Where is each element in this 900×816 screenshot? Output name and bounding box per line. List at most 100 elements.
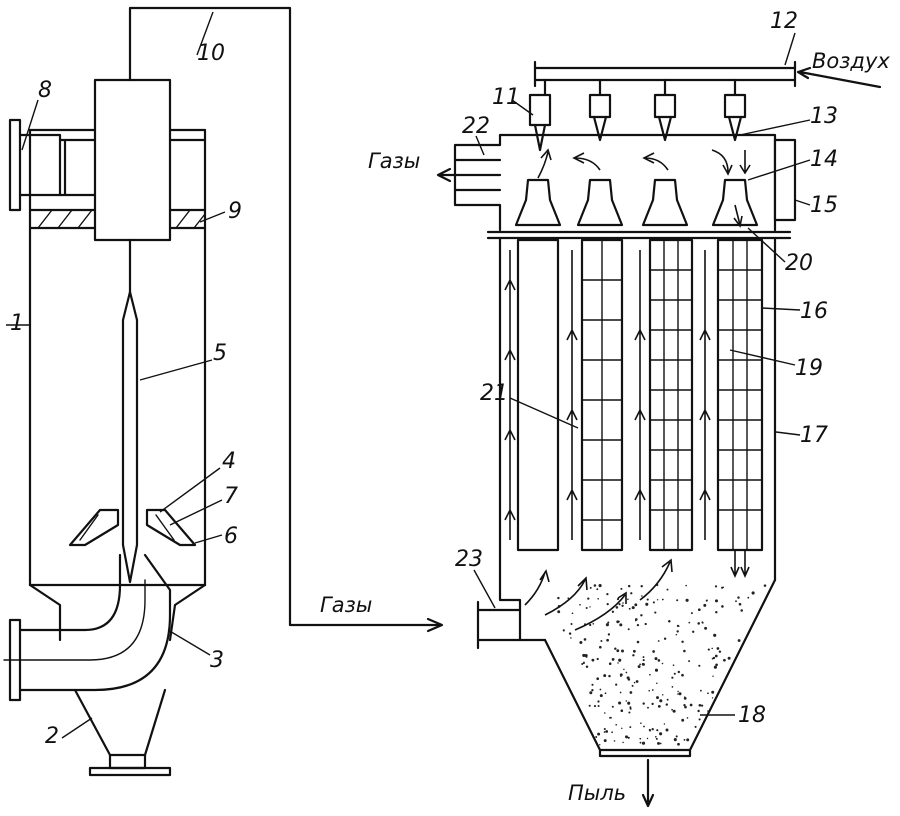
leader-10 xyxy=(196,11,214,56)
dust-particle xyxy=(619,691,622,694)
dust-particle xyxy=(685,598,689,602)
gas-outlet-22 xyxy=(453,158,502,192)
dust-particle xyxy=(562,629,565,632)
dust-particle xyxy=(629,706,632,709)
dust-particle xyxy=(686,717,689,719)
air-manifold-12 xyxy=(533,66,797,82)
nozzle-2 xyxy=(592,115,608,142)
dust-particle xyxy=(711,657,714,660)
dust-particle xyxy=(684,705,687,709)
dust-particle xyxy=(683,738,686,741)
tube-sheet xyxy=(486,230,792,240)
dust-particle xyxy=(635,680,639,683)
dust-particle xyxy=(707,692,709,695)
dust-particle xyxy=(683,697,687,700)
dust-particle xyxy=(675,633,678,636)
dust-particle xyxy=(622,602,624,604)
leader-23 xyxy=(473,569,496,609)
dust-particle xyxy=(597,732,601,736)
dust-particle xyxy=(704,626,708,630)
venturi-2 xyxy=(576,178,624,227)
dust-particle xyxy=(747,596,750,599)
dust-particle xyxy=(689,703,693,707)
dust-particle xyxy=(639,737,642,740)
dust-particle xyxy=(711,647,713,650)
flow-arrow xyxy=(544,576,588,616)
dust-particle xyxy=(627,701,631,705)
dust-particle xyxy=(629,726,632,729)
dust-particle xyxy=(620,709,624,712)
dust-particle xyxy=(716,647,720,650)
elbow-axis xyxy=(3,579,146,661)
manifold-drops xyxy=(543,78,737,97)
dust-particle xyxy=(607,621,610,624)
dust-particle xyxy=(611,658,615,661)
dust-particle xyxy=(644,622,647,626)
dust-particle xyxy=(714,654,718,658)
rod-spindle xyxy=(121,290,139,584)
dust-particle xyxy=(663,723,666,725)
dust-particle xyxy=(568,632,572,635)
dust-particle xyxy=(707,648,710,651)
dust-particle xyxy=(642,659,645,662)
dust-particle xyxy=(617,620,620,623)
dust-particle xyxy=(640,722,642,724)
dust-particle xyxy=(721,586,724,589)
leader-11 xyxy=(511,99,534,116)
flow-arrow xyxy=(730,550,750,578)
dust-particle xyxy=(595,736,598,738)
dust-particle xyxy=(665,728,669,732)
dust-particle xyxy=(597,700,600,703)
dust-particle xyxy=(649,729,652,732)
dust-particle xyxy=(690,612,693,615)
nozzle-3 xyxy=(657,115,673,142)
nozzle-1 xyxy=(533,123,547,152)
dust-particle xyxy=(671,676,674,679)
word-labels: Газы Газы Воздух Пыль xyxy=(320,49,890,805)
dust-particle xyxy=(697,608,701,612)
dust-particle xyxy=(625,700,628,702)
label-9: 9 xyxy=(228,199,242,224)
air-in-arrow xyxy=(796,66,882,89)
dust-particle xyxy=(718,650,722,653)
dust-particle xyxy=(636,640,640,644)
dust-particle xyxy=(628,607,631,610)
dust-particle xyxy=(657,640,660,642)
dust-particle xyxy=(657,659,661,662)
dust-particle xyxy=(599,688,602,691)
dust-label: Пыль xyxy=(568,781,626,805)
dust-particle xyxy=(579,603,581,606)
dust-particle xyxy=(589,586,592,589)
dust-particle xyxy=(616,649,620,653)
dust-particle xyxy=(677,625,680,627)
dust-particle xyxy=(661,598,664,601)
dust-particle xyxy=(640,614,643,617)
bag-21 xyxy=(516,238,560,552)
label-3: 3 xyxy=(210,648,224,673)
swirler-hatch-right xyxy=(175,209,206,229)
dust-particle xyxy=(621,649,624,653)
dust-particle xyxy=(628,711,631,714)
dust-particle xyxy=(617,662,619,664)
dust-particle xyxy=(618,603,621,606)
dust-particle xyxy=(606,638,609,642)
dust-particle xyxy=(645,602,649,606)
flow-arrow xyxy=(504,250,516,540)
dust-particle xyxy=(712,675,714,677)
valve-2 xyxy=(588,93,612,119)
dust-particle xyxy=(611,705,614,708)
dust-particle xyxy=(620,587,623,590)
dust-particle xyxy=(654,657,658,661)
label-6: 6 xyxy=(224,524,238,549)
leader-lines xyxy=(6,11,811,739)
left-lower-cone xyxy=(28,583,207,642)
dust-particle xyxy=(715,610,718,614)
dust-particle xyxy=(615,683,618,686)
label-15: 15 xyxy=(810,193,838,218)
dust-particle xyxy=(652,601,655,604)
dust-particle xyxy=(661,662,664,665)
dust-particle xyxy=(711,697,714,699)
dust-particle xyxy=(672,664,675,667)
dust-particle xyxy=(714,585,718,588)
dust-particle xyxy=(646,737,649,740)
